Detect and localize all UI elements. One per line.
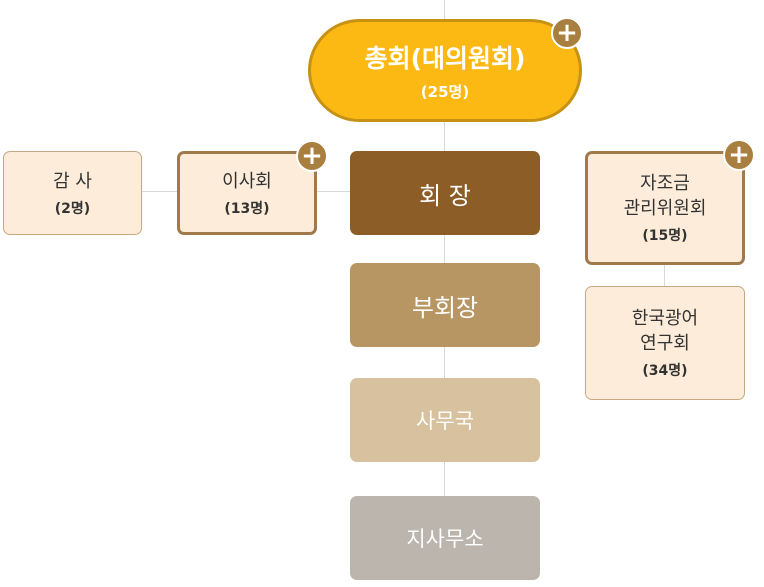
fund-committee-title-line2: 관리위원회 [623, 198, 707, 219]
plus-icon: + [728, 140, 750, 170]
plus-icon: + [556, 18, 578, 48]
plus-icon: + [301, 141, 323, 171]
connector-top [444, 0, 445, 19]
connector-right-branch [664, 263, 665, 287]
general-assembly-title: 총회(대의원회) [364, 44, 526, 73]
research-group-title-line2: 연구회 [640, 333, 690, 354]
secretariat-title: 사무국 [416, 409, 474, 433]
branch-office-title: 지사무소 [406, 527, 484, 551]
auditor-node[interactable]: 감 사 (2명) [3, 151, 142, 235]
auditor-title: 감 사 [53, 170, 92, 192]
fund-committee-expand-button[interactable]: + [723, 139, 755, 171]
vice-chairman-title: 부회장 [411, 293, 479, 322]
research-group-node[interactable]: 한국광어 연구회 (34명) [585, 286, 745, 400]
chairman-node[interactable]: 회 장 [350, 151, 540, 235]
chairman-title: 회 장 [419, 181, 471, 210]
general-assembly-expand-button[interactable]: + [551, 17, 583, 49]
board-count: (13명) [224, 200, 270, 217]
auditor-count: (2명) [54, 200, 91, 217]
general-assembly-node[interactable]: 총회(대의원회) (25명) [308, 19, 582, 122]
fund-committee-node[interactable]: 자조금 관리위원회 (15명) [585, 151, 745, 265]
research-group-count: (34명) [642, 363, 688, 379]
vice-chairman-node[interactable]: 부회장 [350, 263, 540, 347]
board-expand-button[interactable]: + [296, 140, 328, 172]
secretariat-node[interactable]: 사무국 [350, 378, 540, 462]
fund-committee-title-line1: 자조금 [640, 173, 690, 194]
board-node[interactable]: 이사회 (13명) [177, 151, 317, 235]
general-assembly-count: (25명) [420, 83, 470, 101]
research-group-title-line1: 한국광어 [631, 308, 699, 329]
branch-office-node[interactable]: 지사무소 [350, 496, 540, 580]
connector-board-chairman [316, 191, 350, 192]
connector-auditor-board [142, 191, 178, 192]
board-title: 이사회 [222, 170, 272, 192]
fund-committee-count: (15명) [642, 228, 688, 244]
